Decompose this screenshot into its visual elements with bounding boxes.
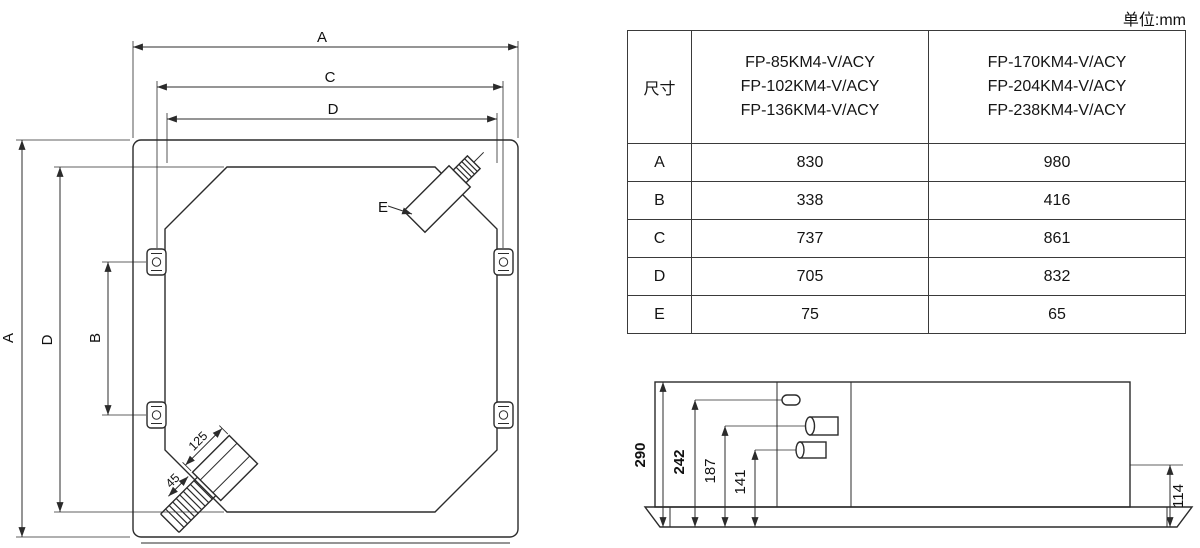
hanger-bracket-bottom-right <box>493 401 514 429</box>
drain-pipe-stub <box>781 394 801 406</box>
dim-label: E <box>627 295 692 334</box>
model-name: FP-204KM4-V/ACY <box>987 78 1127 95</box>
hanger-bracket-bottom-left <box>146 401 167 429</box>
top-view-drawing: A C D A D <box>0 29 519 544</box>
hanger-bracket-top-right <box>493 248 514 276</box>
table-row-d: D 705 832 <box>627 257 1186 296</box>
dim-value-large: 65 <box>928 295 1186 334</box>
dim-value-small: 75 <box>691 295 929 334</box>
gas-pipe-end <box>804 416 816 436</box>
model-name: FP-238KM4-V/ACY <box>987 102 1127 119</box>
svg-text:B: B <box>87 333 104 343</box>
svg-text:A: A <box>317 29 327 46</box>
table-row-e: E 75 65 <box>627 295 1186 334</box>
table-header-dimension: 尺寸 <box>627 30 692 144</box>
unit-note: 单位:mm <box>1122 12 1186 29</box>
dim-value-large: 832 <box>928 257 1186 296</box>
dimension-b-left: B <box>87 261 146 416</box>
model-name: FP-136KM4-V/ACY <box>740 102 880 119</box>
svg-text:C: C <box>325 69 336 86</box>
panel-outline <box>132 139 519 538</box>
dimension-141: 141 <box>732 449 796 527</box>
dim-label: D <box>627 257 692 296</box>
table-header-models-small: FP-85KM4-V/ACY FP-102KM4-V/ACY FP-136KM4… <box>691 30 929 144</box>
svg-text:A: A <box>0 333 17 343</box>
liquid-pipe-end <box>795 441 805 459</box>
model-name: FP-85KM4-V/ACY <box>745 54 875 71</box>
dim-value-small: 338 <box>691 181 929 220</box>
dim-label: A <box>627 143 692 182</box>
dimension-e-label: E <box>378 199 413 216</box>
model-name: FP-102KM4-V/ACY <box>740 78 880 95</box>
dimension-c-top: C <box>156 69 504 248</box>
dimension-d-left: D <box>39 166 224 513</box>
svg-text:45: 45 <box>163 471 183 491</box>
svg-text:114: 114 <box>1170 484 1187 508</box>
dimension-187: 187 <box>702 425 806 527</box>
svg-text:242: 242 <box>671 449 688 474</box>
dim-value-large: 861 <box>928 219 1186 258</box>
dim-value-large: 980 <box>928 143 1186 182</box>
svg-text:D: D <box>39 334 56 345</box>
svg-text:D: D <box>328 101 339 118</box>
model-name: FP-170KM4-V/ACY <box>987 54 1127 71</box>
svg-text:125: 125 <box>186 429 211 454</box>
dim-value-large: 416 <box>928 181 1186 220</box>
table-header-models-large: FP-170KM4-V/ACY FP-204KM4-V/ACY FP-238KM… <box>928 30 1186 144</box>
dim-value-small: 737 <box>691 219 929 258</box>
side-panel-outline <box>643 506 1194 528</box>
dimension-242: 242 <box>671 399 782 527</box>
svg-text:187: 187 <box>702 458 719 483</box>
side-view-drawing: 290 242 187 141 114 <box>632 381 1194 528</box>
table-row-b: B 338 416 <box>627 181 1186 220</box>
svg-text:E: E <box>378 199 388 216</box>
table-row-c: C 737 861 <box>627 219 1186 258</box>
table-row-a: A 830 980 <box>627 143 1186 182</box>
dim-label: C <box>627 219 692 258</box>
side-body-outline <box>654 381 1131 508</box>
dim-value-small: 830 <box>691 143 929 182</box>
dimension-114: 114 <box>1130 464 1187 527</box>
dim-label: B <box>627 181 692 220</box>
dimensions-table: 尺寸 FP-85KM4-V/ACY FP-102KM4-V/ACY FP-136… <box>627 30 1186 334</box>
dimension-290: 290 <box>632 382 667 527</box>
hanger-bracket-top-left <box>146 248 167 276</box>
svg-text:141: 141 <box>732 469 749 494</box>
table-header-row: 尺寸 FP-85KM4-V/ACY FP-102KM4-V/ACY FP-136… <box>627 30 1186 144</box>
pipe-connection: 125 45 <box>160 425 259 533</box>
dimension-a-top: A <box>132 29 519 138</box>
dimension-table-section: 尺寸 FP-85KM4-V/ACY FP-102KM4-V/ACY FP-136… <box>627 30 1186 334</box>
dim-value-small: 705 <box>691 257 929 296</box>
dimension-a-left: A <box>0 139 130 538</box>
dimension-d-top: D <box>166 101 498 163</box>
svg-text:290: 290 <box>632 442 649 467</box>
drain-connection <box>402 151 485 234</box>
